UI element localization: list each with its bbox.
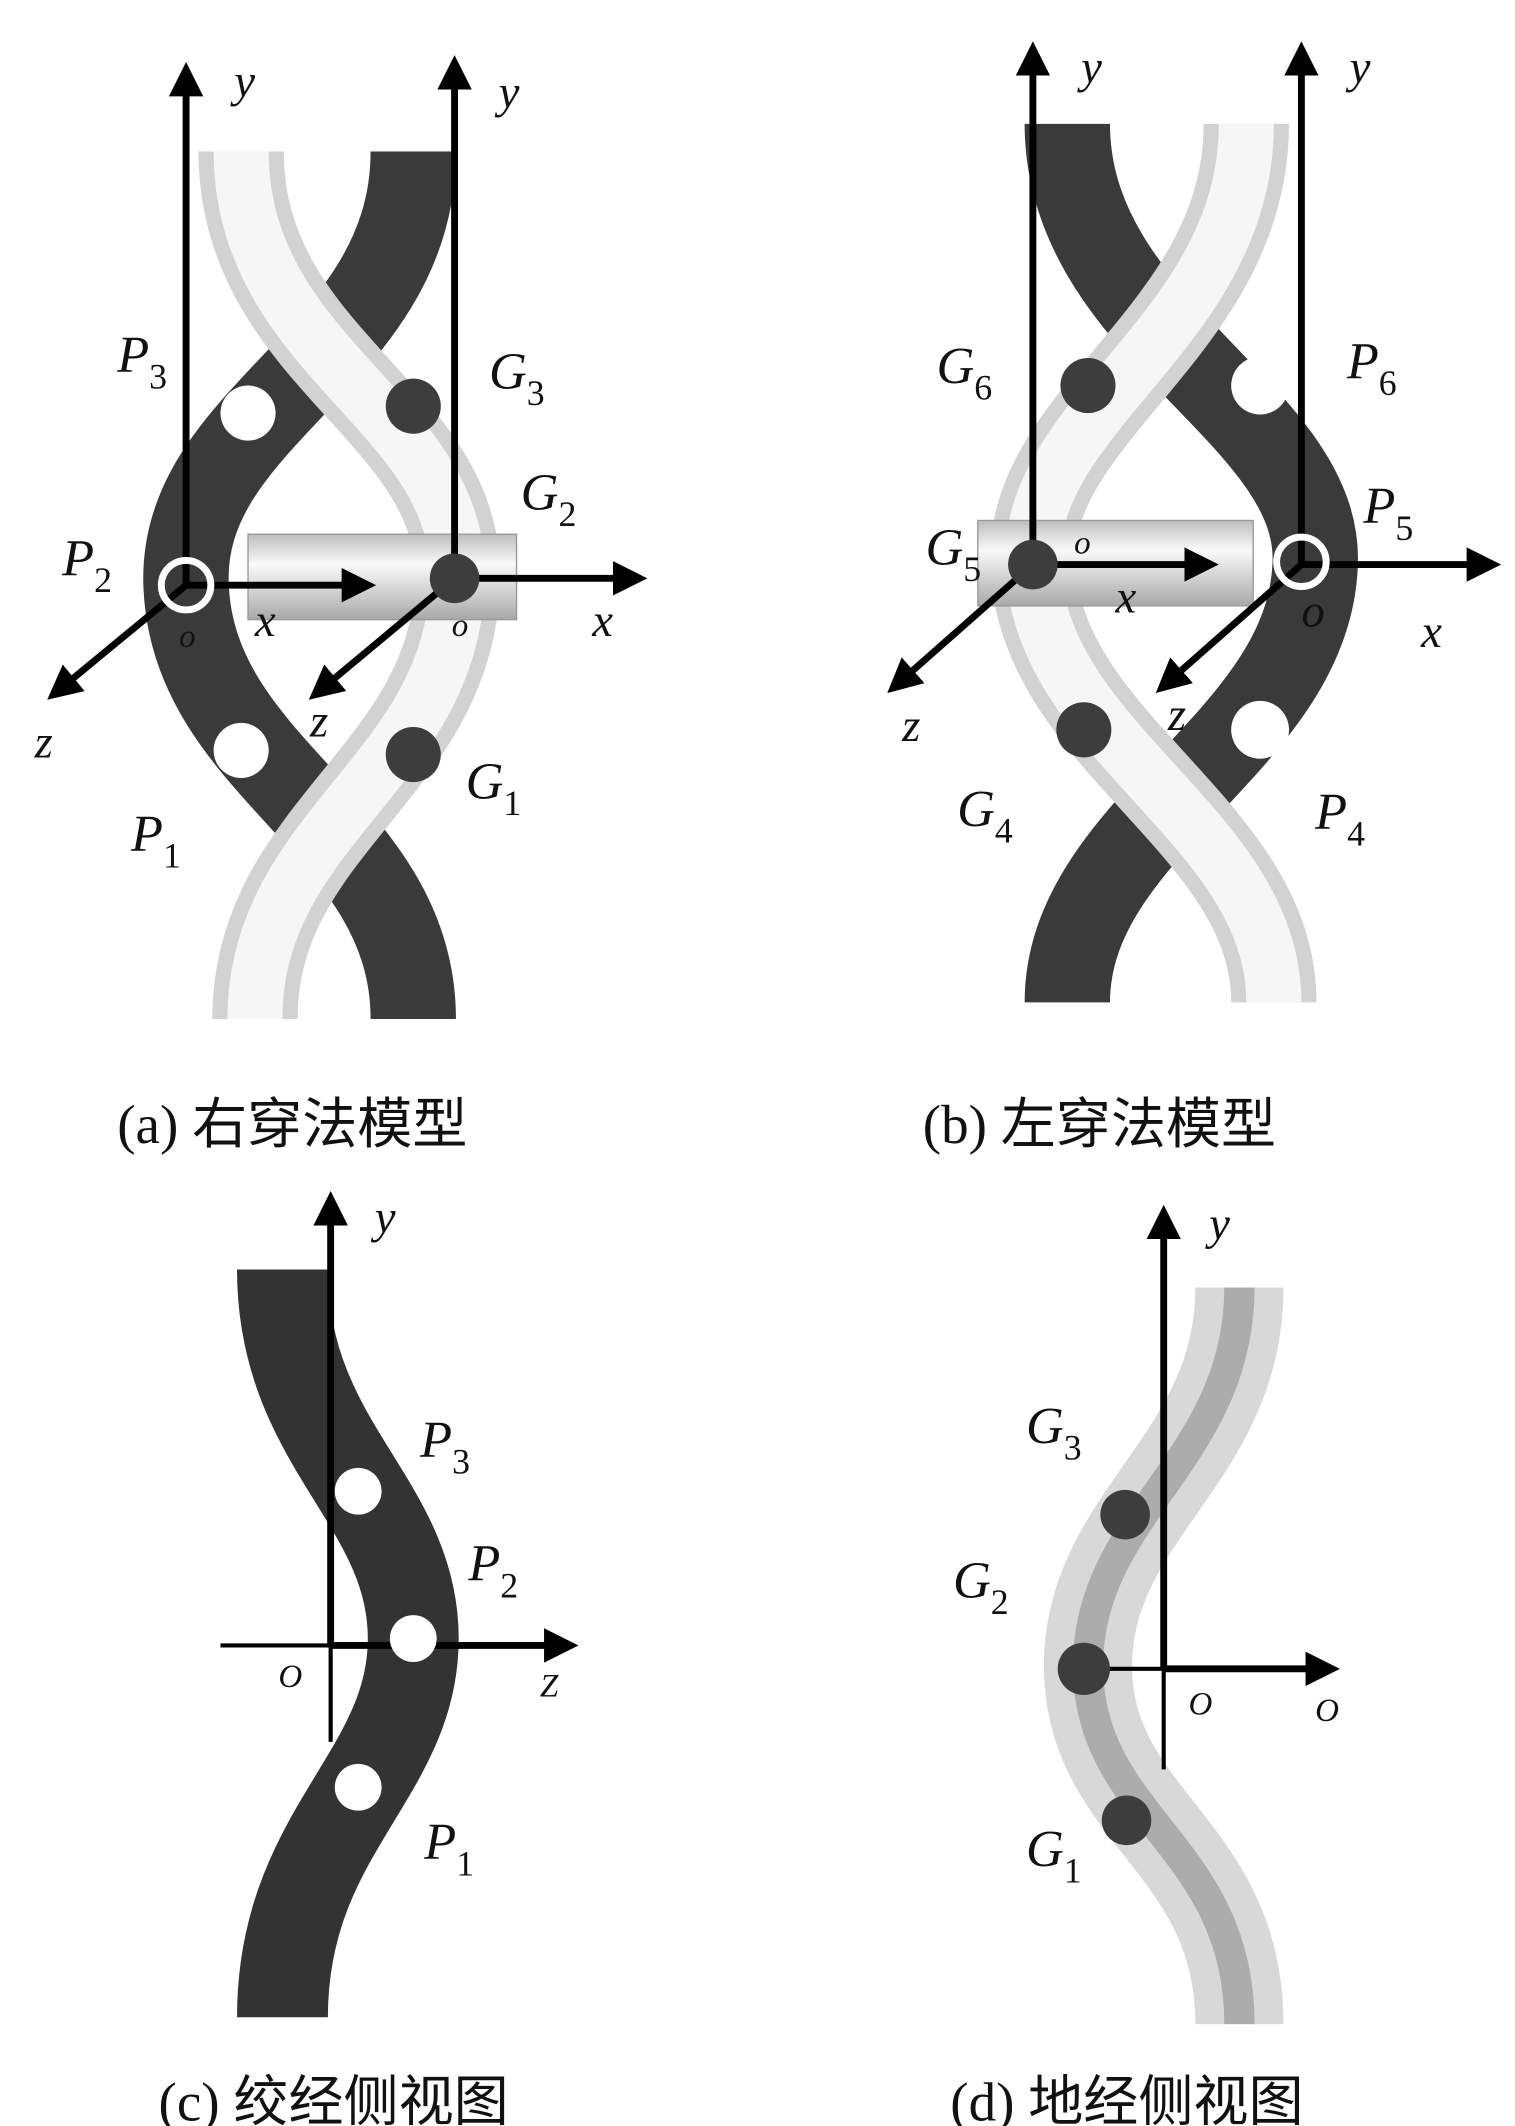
label-p2: P2: [61, 530, 112, 601]
origin-label: o: [1301, 586, 1324, 638]
axis-label-z: Z: [540, 1668, 559, 1704]
z-axis: [47, 582, 189, 700]
origin-label: O: [278, 1659, 302, 1695]
point-p3: [334, 1467, 382, 1515]
point-g2: [1057, 1642, 1110, 1696]
label-g5: G5: [925, 519, 981, 590]
axis-label-x: x: [591, 595, 613, 647]
point-g4: [1056, 702, 1112, 758]
label-g2: G2: [521, 463, 577, 534]
caption-c: (c) 绞经侧视图: [159, 2071, 509, 2126]
origin-label: O: [1188, 1686, 1212, 1722]
point-g3: [385, 378, 441, 434]
caption-a: (a) 右穿法模型: [117, 1094, 467, 1155]
label-g1: G1: [466, 753, 522, 824]
label-p1: P1: [130, 805, 181, 876]
axis-label-y: y: [371, 1191, 396, 1243]
origin-label: o: [179, 619, 196, 655]
label-p3: P3: [116, 326, 167, 397]
label-p4: P4: [1314, 783, 1365, 854]
axis-label-y: y: [1346, 42, 1371, 94]
axis-label-x: x: [1115, 572, 1137, 624]
panel-c: y Z O P3 P2 P1 (c) 绞经侧视图: [159, 1191, 579, 2126]
point-g2: [429, 553, 480, 604]
axis-label-y: y: [230, 55, 255, 107]
point-p6: [1231, 356, 1289, 415]
point-p1: [334, 1763, 382, 1811]
axis-label-z: z: [1167, 689, 1186, 741]
point-p2: [389, 1615, 437, 1662]
axis-label-y: y: [1205, 1198, 1230, 1250]
label-p1: P1: [423, 1813, 474, 1884]
label-g2: G2: [953, 1551, 1009, 1622]
point-p2: [157, 556, 215, 614]
label-p3: P3: [419, 1411, 470, 1482]
label-g3: G3: [1026, 1397, 1082, 1468]
caption-d: (d) 地经侧视图: [950, 2071, 1303, 2126]
point-p3: [220, 385, 276, 441]
point-g6: [1060, 358, 1116, 414]
point-g1: [1101, 1795, 1152, 1846]
label-g4: G4: [957, 780, 1013, 851]
label-g1: G1: [1026, 1820, 1082, 1891]
axis-label-x: O: [1315, 1693, 1339, 1729]
point-g3: [1100, 1489, 1150, 1540]
z-axis: [308, 575, 457, 700]
panel-b: y y x x z z o o G6 P6 P5 G5 G4 P4 (b) 左穿…: [887, 41, 1502, 1155]
label-p5: P5: [1362, 477, 1413, 548]
point-g1: [385, 727, 441, 783]
axis-label-z: z: [34, 716, 53, 768]
panel-a: y y x x z z o o P3 G3 G2 P2 G1 P1 (a) 右穿…: [34, 55, 648, 1155]
point-g5: [1008, 539, 1058, 590]
label-p6: P6: [1346, 333, 1397, 404]
label-p2: P2: [467, 1535, 518, 1606]
point-p5: [1273, 533, 1330, 591]
caption-b: (b) 左穿法模型: [923, 1094, 1276, 1155]
label-g3: G3: [489, 342, 545, 413]
origin-label: o: [1074, 526, 1091, 562]
panel-d: y O O G3 G2 G1 (d) 地经侧视图: [950, 1198, 1340, 2126]
axis-label-z: z: [309, 696, 328, 748]
axis-label-y: y: [1077, 42, 1102, 94]
axis-label-y: y: [495, 66, 520, 118]
axis-label-x: x: [1420, 606, 1442, 658]
origin-label: o: [452, 608, 469, 644]
point-p1: [213, 722, 269, 778]
z-axis: [1155, 561, 1304, 694]
z-axis: [887, 561, 1036, 694]
point-p4: [1231, 700, 1289, 759]
axis-label-x: x: [254, 595, 276, 647]
axis-label-z: z: [901, 700, 920, 752]
label-g6: G6: [937, 337, 993, 408]
